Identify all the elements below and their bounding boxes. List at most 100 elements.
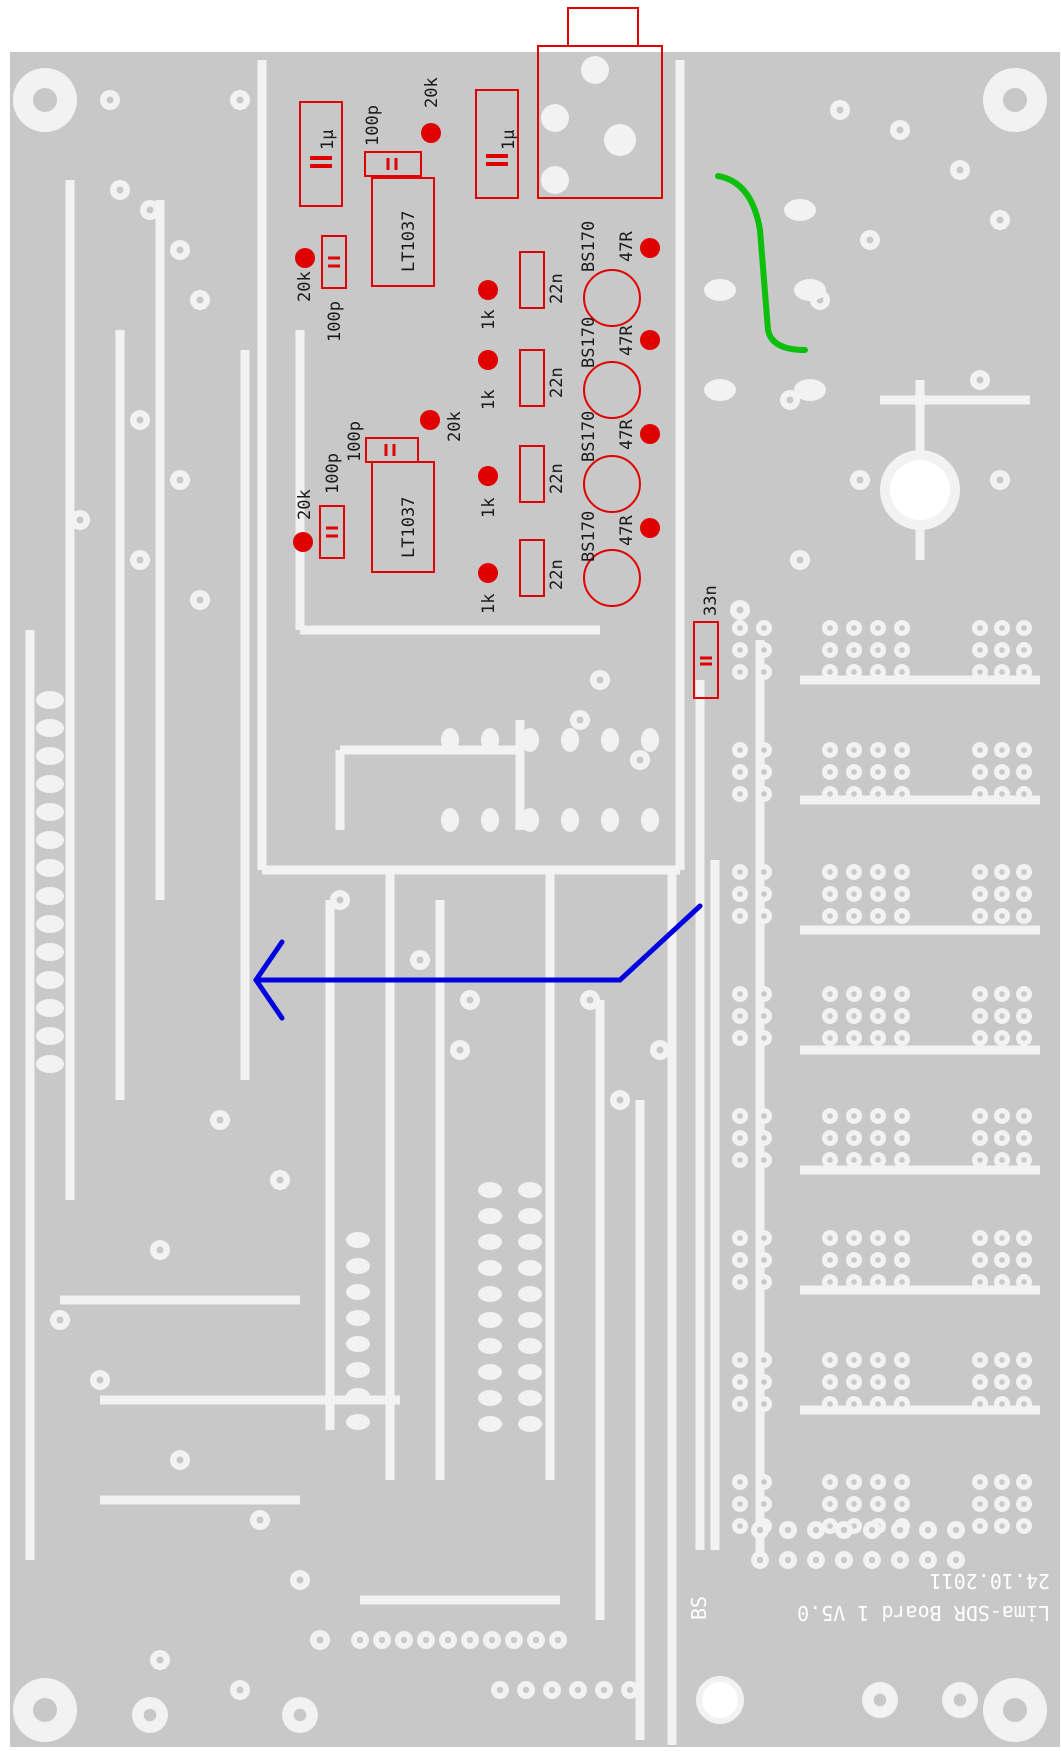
- pad-hole: [873, 1693, 887, 1707]
- pad-hole: [851, 1157, 857, 1163]
- label-res-1k-3: 1k: [479, 498, 499, 518]
- pad-hole: [761, 1379, 767, 1385]
- label-cap-22n-4: 22n: [547, 559, 567, 590]
- pad-hole: [999, 1013, 1005, 1019]
- pad-hole: [522, 1686, 530, 1694]
- pad-hole: [977, 1523, 983, 1529]
- pad-hole: [924, 1526, 932, 1534]
- pad-hole: [176, 476, 184, 484]
- label-res-1k-4: 1k: [479, 594, 499, 614]
- pad-hole: [761, 1235, 767, 1241]
- pad-hole: [737, 1257, 743, 1263]
- pad-hole: [977, 1257, 983, 1263]
- label-cap-100p-mid-left: 100p: [323, 453, 343, 494]
- pad-hole: [444, 1636, 452, 1644]
- pad-hole: [1021, 1035, 1027, 1041]
- pad-hole: [1021, 791, 1027, 797]
- pad-hole: [737, 1479, 743, 1485]
- pad-hole: [827, 1279, 833, 1285]
- pad-hole: [1021, 991, 1027, 997]
- pad-hole: [977, 913, 983, 919]
- pad-hole: [422, 1636, 430, 1644]
- pad-hole: [977, 669, 983, 675]
- oval-pad: [36, 719, 64, 737]
- pad-hole: [856, 476, 864, 484]
- pad-hole: [761, 869, 767, 875]
- oval-pad: [478, 1286, 502, 1302]
- pad-hole: [76, 516, 84, 524]
- pad-hole: [761, 791, 767, 797]
- pad-hole: [761, 1135, 767, 1141]
- oval-pad: [36, 943, 64, 961]
- pad-hole: [510, 1636, 518, 1644]
- pad-hole: [899, 647, 905, 653]
- oval-pad: [346, 1310, 370, 1326]
- oval-pad: [601, 728, 619, 752]
- pad-hole: [136, 416, 144, 424]
- pad-hole: [316, 1636, 324, 1644]
- label-fet-1: BS170: [579, 221, 599, 272]
- oval-pad: [441, 808, 459, 832]
- label-res-47r-1: 47R: [617, 231, 637, 262]
- pad-hole: [977, 647, 983, 653]
- pad-hole: [1021, 625, 1027, 631]
- pad-hole: [761, 1357, 767, 1363]
- pad-hole: [827, 891, 833, 897]
- label-cap-1u-a: 1µ: [318, 130, 338, 150]
- pad-hole: [851, 1257, 857, 1263]
- pad-hole: [827, 647, 833, 653]
- oval-pad: [518, 1364, 542, 1380]
- pad-hole: [812, 1556, 820, 1564]
- pad-hole: [600, 1686, 608, 1694]
- pad-hole: [899, 1135, 905, 1141]
- pad-hole: [851, 1401, 857, 1407]
- pad-hole: [737, 769, 743, 775]
- pad-hole: [827, 1501, 833, 1507]
- pad-hole: [977, 869, 983, 875]
- pad-hole: [999, 1357, 1005, 1363]
- pad-hole: [761, 1257, 767, 1263]
- pad-hole: [875, 791, 881, 797]
- pad-hole: [737, 1013, 743, 1019]
- pad-hole: [761, 1013, 767, 1019]
- pad-hole: [899, 791, 905, 797]
- pad-hole: [636, 756, 644, 764]
- oval-pad: [518, 1286, 542, 1302]
- pad-hole: [999, 1279, 1005, 1285]
- pad-hole: [737, 1523, 743, 1529]
- component-outlines: [299, 89, 719, 699]
- oval-pad: [478, 1208, 502, 1224]
- oval-pad: [478, 1416, 502, 1432]
- pad-hole: [851, 747, 857, 753]
- pad-hole: [1021, 1013, 1027, 1019]
- pad-hole: [761, 1401, 767, 1407]
- pad-hole: [899, 1401, 905, 1407]
- pad-hole: [866, 236, 874, 244]
- pad-hole: [827, 1157, 833, 1163]
- pad-hole: [999, 869, 1005, 875]
- pad-hole: [293, 1708, 307, 1722]
- oval-pad: [36, 831, 64, 849]
- pad-hole: [548, 1686, 556, 1694]
- pad-hole: [827, 1357, 833, 1363]
- pad-hole: [896, 1556, 904, 1564]
- pad-hole: [456, 1046, 464, 1054]
- jumper-wire: [715, 173, 808, 353]
- pad-hole: [827, 747, 833, 753]
- pad-hole: [336, 896, 344, 904]
- pad-hole: [977, 1035, 983, 1041]
- pad-hole: [737, 1235, 743, 1241]
- pad-hole: [236, 96, 244, 104]
- pad-hole: [116, 186, 124, 194]
- label-cap-33n: 33n: [701, 585, 721, 616]
- pad-hole: [176, 246, 184, 254]
- audio-jack: [537, 7, 663, 199]
- oval-pad: [704, 279, 736, 301]
- pad-hole: [106, 96, 114, 104]
- pad-hole: [737, 1379, 743, 1385]
- pad-hole: [924, 1556, 932, 1564]
- pad-hole: [827, 1257, 833, 1263]
- pad-hole: [999, 747, 1005, 753]
- pad-hole: [999, 1157, 1005, 1163]
